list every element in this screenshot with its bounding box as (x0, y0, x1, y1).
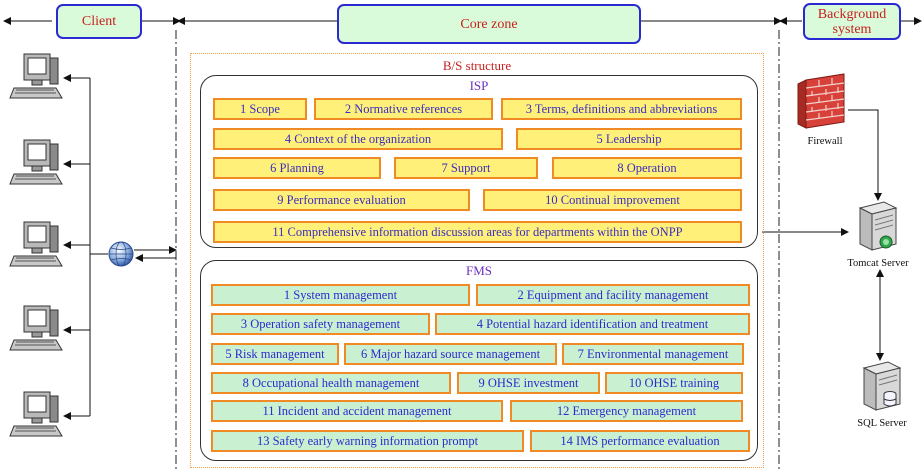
isp-item: 9 Performance evaluation (213, 189, 470, 211)
sql-server-icon (862, 361, 902, 411)
core-zone-header: Core zone (337, 4, 641, 44)
computer-icon (9, 305, 63, 351)
fms-item: 1 System management (211, 284, 470, 306)
isp-item: 4 Context of the organization (213, 128, 503, 150)
isp-item: 6 Planning (213, 157, 381, 179)
isp-item: 7 Support (394, 157, 538, 179)
isp-item: 2 Normative references (314, 98, 493, 120)
computer-icon (9, 139, 63, 185)
fms-item: 5 Risk management (211, 343, 339, 365)
fms-item: 12 Emergency management (510, 400, 743, 422)
fms-item: 13 Safety early warning information prom… (211, 430, 524, 452)
sql-server-label: SQL Server (857, 418, 907, 429)
fms-item: 2 Equipment and facility management (476, 284, 750, 306)
isp-item: 10 Continual improvement (483, 189, 742, 211)
isp-item: 1 Scope (213, 98, 307, 120)
bs-structure-area (190, 53, 764, 468)
firewall-icon (797, 73, 845, 129)
fms-item: 3 Operation safety management (211, 313, 430, 335)
fms-item: 4 Potential hazard identification and tr… (435, 313, 750, 335)
firewall-label: Firewall (807, 136, 843, 147)
fms-item: 9 OHSE investment (457, 372, 600, 394)
computer-icon (9, 391, 63, 437)
fms-item: 11 Incident and accident management (211, 400, 503, 422)
background-system-header: Background system (803, 3, 901, 40)
fms-panel: FMS (200, 260, 758, 461)
fms-item: 14 IMS performance evaluation (530, 430, 750, 452)
isp-title: ISP (469, 78, 489, 93)
fms-item: 10 OHSE training (605, 372, 743, 394)
tomcat-server-icon (858, 201, 898, 251)
isp-item: 5 Leadership (516, 128, 742, 150)
bs-structure-title: B/S structure (442, 58, 512, 73)
isp-item: 11 Comprehensive information discussion … (213, 221, 742, 243)
fms-item: 8 Occupational health management (211, 372, 451, 394)
fms-title: FMS (465, 263, 493, 278)
isp-item: 3 Terms, definitions and abbreviations (501, 98, 742, 120)
tomcat-server-label: Tomcat Server (847, 258, 909, 269)
fms-item: 7 Environmental management (562, 343, 744, 365)
isp-item: 8 Operation (552, 157, 742, 179)
internet-globe-icon (108, 241, 134, 267)
computer-icon (9, 221, 63, 267)
computer-icon (9, 53, 63, 99)
isp-panel: ISP (200, 75, 758, 248)
client-header: Client (56, 4, 142, 39)
fms-item: 6 Major hazard source management (344, 343, 557, 365)
